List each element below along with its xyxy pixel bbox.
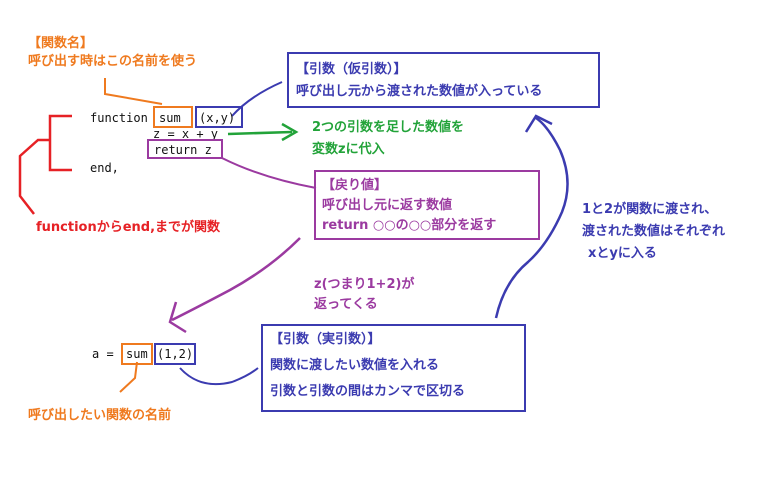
sum-note-line1: 2つの引数を足した数値を [312,120,465,135]
args-pass-arrow-head [524,114,553,133]
sum-note-line2: 変数zに代入 [312,142,385,157]
passed-note-line3: xとyに入る [588,246,657,261]
actual-param-line1: 関数に渡したい数値を入れる [270,358,440,373]
formal-param-title: 【引数（仮引数）】 [296,62,407,77]
function-keyword: function [90,111,148,125]
call-name-box [121,343,153,365]
func-name: sum [159,111,181,125]
function-scope-note: functionからend,までが関数 [36,220,221,235]
return-connector [221,157,317,189]
func-name-box [153,106,193,128]
function-scope-bracket [18,114,72,215]
call-name-note: 呼び出したい関数の名前 [28,408,172,423]
actual-param-title: 【引数（実引数）】 [270,332,381,347]
returns-note-line2: 返ってくる [314,297,378,312]
body-line: z = x + y [153,127,219,141]
func-name-connector [104,78,163,105]
formal-param-note-box [287,52,600,108]
returns-note-line1: z(つまり1+2)が [314,277,415,292]
sum-arrow [227,130,293,136]
actual-param-connector [179,367,259,386]
passed-note-line1: 1と2が関数に渡され、 [582,202,718,217]
return-line: return z [154,143,212,157]
end-line: end, [90,161,119,175]
return-note-line1: 呼び出し元に返す数値 [322,198,453,213]
formal-param-desc: 呼び出し元から渡された数値が入っている [296,84,543,99]
formal-params: (x,y) [199,111,236,125]
formal-param-connector [231,81,283,117]
return-note-line2: return ○○の○○部分を返す [322,218,497,233]
args-pass-arrow [494,116,569,319]
return-note-box [314,170,540,240]
formal-params-box [195,106,243,128]
actual-param-note-box [261,324,526,412]
func-name-title: 【関数名】 [28,36,94,51]
return-arrow-head [168,301,187,334]
func-name-desc: 呼び出す時はこの名前を使う [28,54,198,69]
actual-args-box [154,343,196,365]
return-note-title: 【戻り値】 [322,178,388,193]
call-prefix: a = [92,347,114,361]
return-box [147,139,223,159]
call-name-connector [119,361,138,393]
return-arrow [171,237,301,322]
sum-arrow-head [281,122,299,142]
passed-note-line2: 渡された数値はそれぞれ [582,224,726,239]
actual-param-line2: 引数と引数の間はカンマで区切る [270,384,466,399]
call-name: sum [126,347,148,361]
actual-args: (1,2) [157,347,194,361]
